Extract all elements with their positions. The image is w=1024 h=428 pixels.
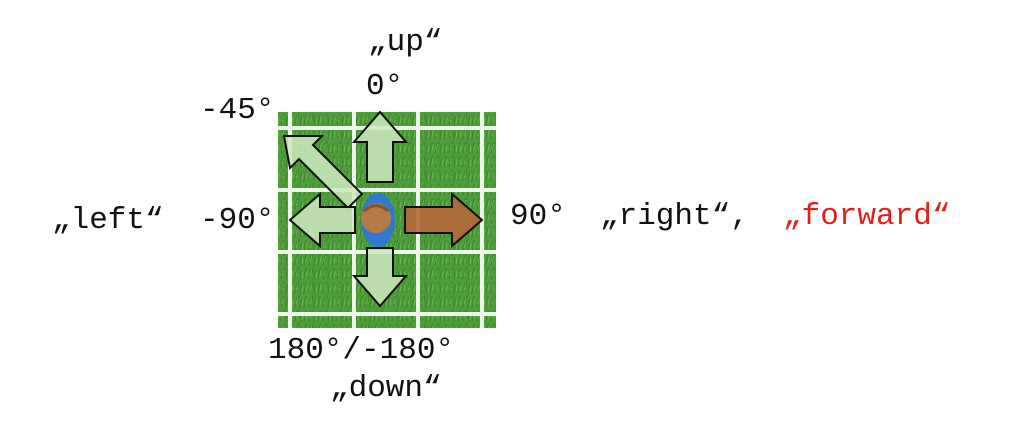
arrow-left-icon	[288, 191, 356, 249]
down-word-label: „down“	[330, 371, 442, 406]
arrow-right-icon	[404, 191, 484, 249]
arrow-down-icon	[351, 247, 409, 308]
upleft-angle-label: -45°	[200, 93, 275, 128]
top-down-player-icon	[361, 193, 395, 247]
arrow-upleft-icon	[282, 135, 364, 210]
up-word-label: „up“	[368, 25, 443, 60]
up-angle-label: 0°	[366, 69, 404, 104]
left-angle-label: -90°	[200, 203, 275, 238]
down-angle-label: 180°/-180°	[268, 333, 455, 368]
right-angle-label: 90°	[510, 199, 566, 234]
forward-word-label: „forward“	[783, 199, 951, 234]
right-word-label: „right“,	[600, 199, 749, 234]
left-word-label: „left“	[52, 203, 164, 238]
arrow-up-icon	[351, 110, 409, 183]
